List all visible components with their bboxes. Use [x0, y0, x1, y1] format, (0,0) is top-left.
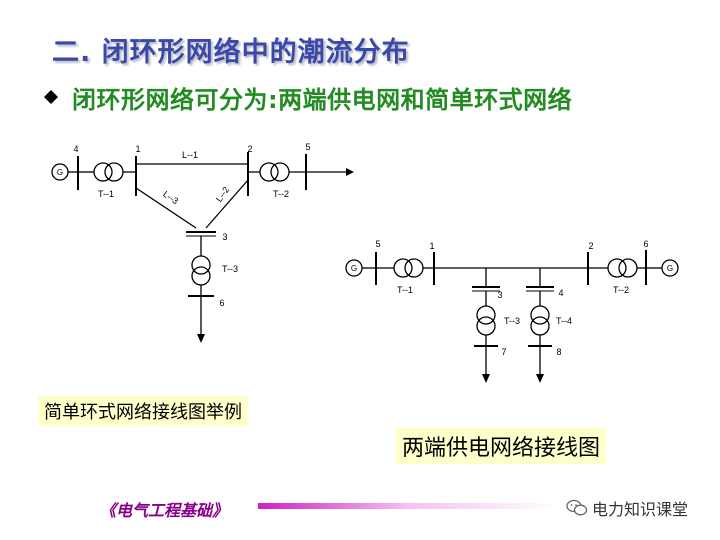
transformer-label-rt3: T--3 [504, 316, 520, 326]
transformer-rt3-icon [476, 305, 496, 325]
transformer-label-rt4: T--4 [556, 316, 572, 326]
node-label-4: 4 [73, 144, 78, 154]
slide-subtitle: 闭环形网络可分为:两端供电网和简单环式网络 [72, 86, 573, 114]
node-label-r7: 7 [501, 347, 506, 357]
transformer-label-rt1: T--1 [397, 285, 413, 295]
transformer-rt4-icon [530, 305, 550, 325]
node-label-r2: 2 [588, 241, 593, 251]
node-label-6: 6 [219, 298, 224, 308]
node-label-r6: 6 [643, 239, 648, 249]
transformer-rt1-icon [393, 258, 413, 278]
diamond-bullet-icon [44, 90, 58, 104]
generator-right-label: G [667, 264, 673, 273]
transformer-t1-icon [93, 162, 113, 182]
generator-right-icon [661, 259, 679, 277]
transformer-t3-icon [191, 255, 211, 275]
node-label-1: 1 [135, 144, 140, 154]
transformer-label-t2: T--2 [273, 189, 289, 199]
node-label-r3: 3 [497, 290, 502, 300]
line-label-l2: L--2 [214, 185, 231, 204]
caption-ring-network: 简单环式网络接线图举例 [38, 396, 248, 426]
transformer-rt2-icon [607, 258, 627, 278]
slide-title: 二. 闭环形网络中的潮流分布 [52, 37, 410, 68]
node-label-2: 2 [247, 144, 252, 154]
node-label-r8: 8 [556, 347, 561, 357]
node-label-5: 5 [305, 142, 310, 152]
node-label-r1: 1 [429, 241, 434, 251]
arrow-right-icon [346, 168, 354, 176]
node-label-r4: 4 [558, 288, 563, 298]
watermark-text: 电力知识课堂 [592, 500, 689, 519]
footer-gradient-bar [258, 503, 556, 509]
transformer-label-t3: T--3 [222, 264, 238, 274]
transformer-label-rt2: T--2 [613, 285, 629, 295]
node-label-3: 3 [222, 232, 227, 242]
arrow-down-icon [197, 334, 205, 343]
wechat-icon [566, 499, 588, 516]
ring-network-diagram: G 4 T--1 1 L--1 2 T--2 5 L--3 L--2 [51, 142, 354, 343]
line-label-l3: L--3 [161, 189, 180, 206]
two-end-network-diagram: G 5 T--1 1 2 T--2 6 G [345, 239, 679, 383]
node-label-r5: 5 [375, 239, 380, 249]
arrow-down-r7-icon [482, 374, 490, 383]
footer-watermark: 电力知识课堂 [566, 496, 688, 520]
generator-left-label: G [351, 264, 357, 273]
footer-course-title: 《电气工程基础》 [100, 501, 229, 520]
line-l3 [135, 187, 197, 229]
line-l2 [205, 179, 249, 229]
caption-two-end-network: 两端供电网络接线图 [396, 428, 607, 464]
generator-label: G [57, 168, 63, 177]
line-label-l1: L--1 [182, 150, 198, 160]
transformer-label-t1: T--1 [98, 189, 114, 199]
transformer-t2-icon [259, 162, 279, 182]
arrow-down-r8-icon [536, 374, 544, 383]
